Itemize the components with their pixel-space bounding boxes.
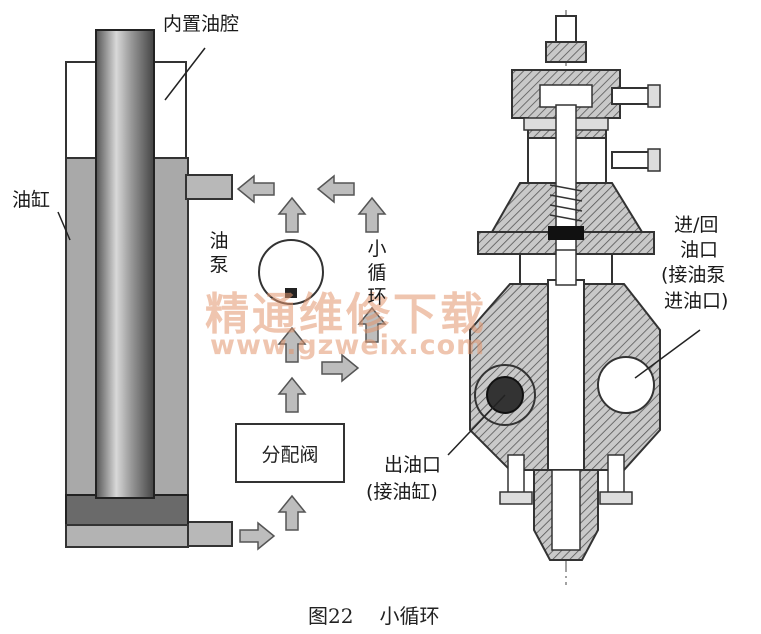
arrow-up-3 bbox=[277, 494, 307, 531]
upper-cavity bbox=[539, 84, 593, 108]
small-loop-label: 小循环 bbox=[367, 238, 387, 308]
piston-rod bbox=[95, 29, 155, 499]
pump-label: 油泵 bbox=[209, 230, 229, 276]
pump-circle bbox=[258, 239, 324, 305]
spool-top bbox=[555, 249, 577, 286]
inlet-label-line4: 进油口) bbox=[664, 290, 729, 312]
figure-caption: 图22 小循环 bbox=[308, 600, 465, 629]
outlet-leader bbox=[447, 394, 506, 456]
arrow-up-pump bbox=[277, 196, 307, 233]
figure-title: 小循环 bbox=[379, 604, 440, 628]
arrow-right-loop bbox=[321, 353, 360, 383]
side-bolt-1 bbox=[611, 87, 651, 105]
outlet-label-line1: 出油口 bbox=[384, 454, 442, 476]
seal-ring bbox=[548, 226, 584, 240]
cylinder-label: 油缸 bbox=[12, 189, 51, 211]
piston bbox=[65, 494, 189, 526]
arrow-up-1 bbox=[277, 326, 307, 363]
side-bolt-head-2 bbox=[647, 148, 661, 172]
arrow-up-loop-1 bbox=[357, 306, 387, 343]
bottom-nut-left bbox=[499, 491, 533, 505]
bottom-bolt-left bbox=[507, 454, 525, 496]
watermark-url: www.gzweix.com bbox=[210, 330, 486, 361]
inlet-label-line3: (接油泵 bbox=[661, 264, 726, 286]
arrow-up-loop-top bbox=[357, 196, 387, 233]
side-bolt-head-1 bbox=[647, 84, 661, 108]
pump-outlet-mark bbox=[285, 288, 297, 298]
bottom-bolt-right bbox=[607, 454, 625, 496]
inlet-leader bbox=[634, 329, 701, 379]
top-nut bbox=[545, 41, 587, 63]
spool bbox=[547, 279, 585, 481]
inlet-label-line1: 进/回 bbox=[674, 214, 719, 236]
lower-port bbox=[185, 521, 233, 547]
distribution-valve-box: 分配阀 bbox=[235, 423, 345, 483]
watermark-title: 精通维修下载 bbox=[205, 289, 487, 340]
arrow-up-2 bbox=[277, 376, 307, 413]
inlet-label-line2: 油口 bbox=[680, 239, 719, 261]
inner-chamber-leader bbox=[164, 47, 206, 101]
hydraulic-cylinder bbox=[57, 29, 233, 548]
inlet-port bbox=[597, 356, 655, 414]
nozzle-bore bbox=[551, 469, 581, 551]
outlet-label-line2: (接油缸) bbox=[366, 481, 438, 503]
valve-section bbox=[447, 10, 701, 585]
side-bolt-2 bbox=[611, 151, 651, 169]
bottom-nut-right bbox=[599, 491, 633, 505]
upper-port bbox=[185, 174, 233, 200]
arrow-left-1 bbox=[236, 174, 275, 204]
arrow-right-bottom bbox=[239, 521, 276, 551]
spring bbox=[549, 184, 583, 222]
distribution-valve-label: 分配阀 bbox=[261, 443, 319, 466]
flow-diagram bbox=[236, 174, 387, 551]
top-screw bbox=[555, 15, 577, 45]
arrow-left-2 bbox=[316, 174, 355, 204]
inner-chamber-label: 内置油腔 bbox=[163, 13, 240, 35]
figure-number: 图22 bbox=[308, 604, 354, 628]
cylinder-base bbox=[65, 524, 189, 548]
cylinder-leader bbox=[57, 211, 71, 241]
